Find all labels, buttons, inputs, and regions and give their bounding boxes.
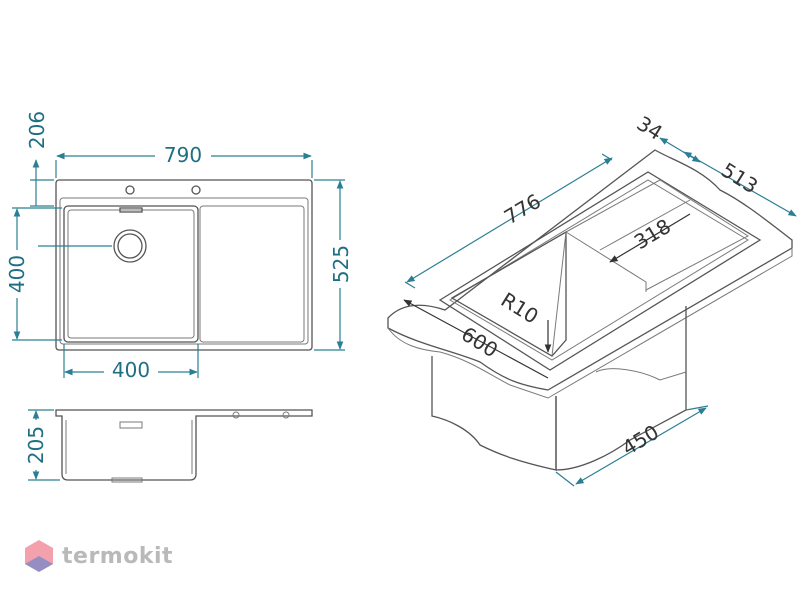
dim-318-line: [609, 213, 691, 263]
dim-206-label: 206: [25, 111, 49, 149]
dim-400h-label: 400: [112, 358, 150, 382]
top-view: 790 206 400 525 400: [4, 111, 354, 382]
dim-205-label: 205: [24, 426, 48, 464]
side-view: 205: [22, 409, 313, 483]
dim-318-label: 318: [630, 214, 675, 254]
dim-450-line: [575, 407, 707, 485]
dim-r10-label: R10: [497, 287, 543, 328]
dim-34-label: 34: [633, 111, 667, 145]
iso-view: 776 34 513 318 R10 600 450: [387, 111, 797, 487]
drainer-outline: [199, 205, 305, 343]
sink-inner-outline: [59, 197, 309, 345]
dim-790-label: 790: [164, 143, 202, 167]
dim-600-line: [403, 299, 549, 379]
bowl-inner-outline: [67, 209, 195, 339]
hexagon-logo-icon: [25, 540, 53, 572]
sink-outline: [55, 179, 313, 351]
drain-inner: [117, 233, 143, 259]
bowl-outline: [63, 205, 199, 343]
tap-hole-left: [125, 185, 135, 195]
dim-513-line: [683, 151, 797, 217]
brand-watermark: termokit: [24, 538, 173, 574]
overflow-slot: [119, 207, 143, 213]
dim-776-label: 776: [500, 189, 545, 229]
brand-name: termokit: [62, 543, 174, 569]
countertop: [387, 149, 793, 391]
dim-525-label: 525: [329, 245, 353, 283]
tap-hole-right: [191, 185, 201, 195]
side-profile: [55, 409, 313, 481]
dim-400v-label: 400: [5, 255, 29, 293]
drain-outer: [113, 229, 147, 263]
dim-776-line: [406, 157, 613, 283]
cabinet: [431, 356, 557, 471]
